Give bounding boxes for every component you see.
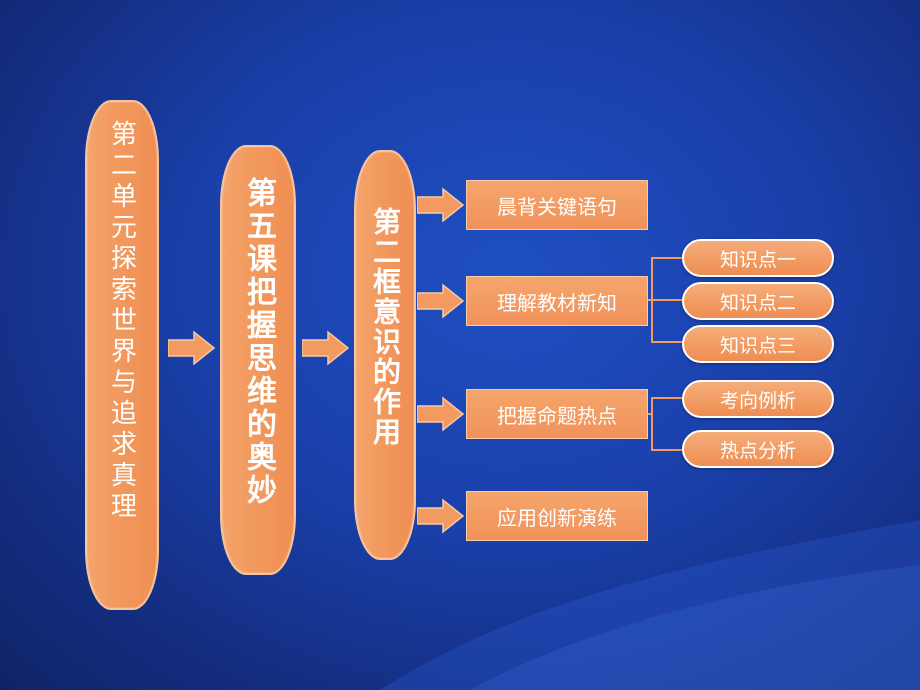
- arrow-right-icon: [417, 187, 465, 223]
- pill-label: 考向例析: [719, 389, 796, 412]
- lesson-title-text: 第五课把握思维的奥妙: [241, 177, 276, 507]
- section-label: 晨背关键语句: [497, 194, 617, 219]
- unit-title-text: 第二单元探索世界与追求真理: [106, 120, 137, 523]
- pill-label: 知识点二: [719, 291, 796, 314]
- frame-title-column: 第二框意识的作用: [354, 150, 416, 560]
- section-label: 应用创新演练: [497, 505, 617, 530]
- section-understand-textbook[interactable]: 理解教材新知: [466, 276, 648, 326]
- frame-title-text: 第二框意识的作用: [369, 207, 402, 447]
- pill-label: 知识点三: [719, 334, 796, 357]
- knowledge-point-1[interactable]: 知识点一: [682, 239, 834, 277]
- unit-title-column: 第二单元探索世界与追求真理: [85, 100, 159, 610]
- knowledge-point-2[interactable]: 知识点二: [682, 282, 834, 320]
- arrow-right-icon: [417, 498, 465, 534]
- section-label: 把握命题热点: [497, 403, 617, 428]
- arrow-right-icon: [302, 330, 350, 366]
- lesson-title-column: 第五课把握思维的奥妙: [220, 145, 296, 575]
- pill-label: 知识点一: [719, 248, 796, 271]
- arrow-right-icon: [417, 396, 465, 432]
- section-label: 理解教材新知: [497, 290, 617, 315]
- knowledge-point-3[interactable]: 知识点三: [682, 325, 834, 363]
- arrow-right-icon: [417, 283, 465, 319]
- hotspot-analysis[interactable]: 热点分析: [682, 430, 834, 468]
- arrow-right-icon: [168, 330, 216, 366]
- section-innovation-practice[interactable]: 应用创新演练: [466, 491, 648, 541]
- section-hot-topics[interactable]: 把握命题热点: [466, 389, 648, 439]
- section-morning-recitation[interactable]: 晨背关键语句: [466, 180, 648, 230]
- exam-example-analysis[interactable]: 考向例析: [682, 380, 834, 418]
- pill-label: 热点分析: [719, 439, 796, 462]
